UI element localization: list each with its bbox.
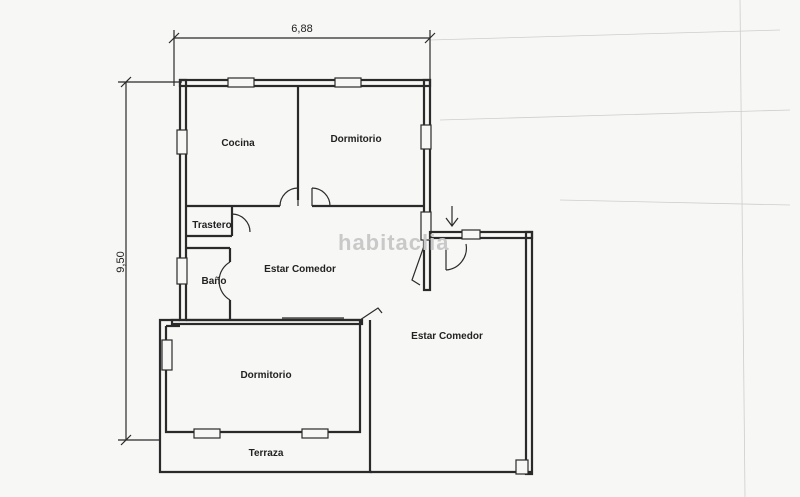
label-estar-comedor-left: Estar Comedor xyxy=(264,264,336,275)
watermark: habitaclia xyxy=(338,230,449,255)
height-dimension: 9,50 xyxy=(115,76,182,446)
interior-walls xyxy=(170,86,424,326)
label-trastero: Trastero xyxy=(192,220,231,231)
paper-texture xyxy=(429,0,791,497)
width-label: 6,88 xyxy=(291,23,312,35)
height-label: 9,50 xyxy=(115,251,127,272)
label-bano: Baño xyxy=(202,276,227,287)
width-dimension: 6,88 xyxy=(168,23,436,86)
doors xyxy=(218,187,467,321)
label-estar-comedor-right: Estar Comedor xyxy=(411,331,483,342)
exterior-walls xyxy=(158,78,432,474)
label-dormitorio-bottom: Dormitorio xyxy=(240,370,291,381)
down-arrow-icon xyxy=(445,206,459,227)
windows xyxy=(161,77,432,439)
label-cocina: Cocina xyxy=(221,138,255,149)
label-terraza: Terraza xyxy=(249,448,284,459)
label-dormitorio-top: Dormitorio xyxy=(330,134,381,145)
right-extension xyxy=(368,229,534,476)
